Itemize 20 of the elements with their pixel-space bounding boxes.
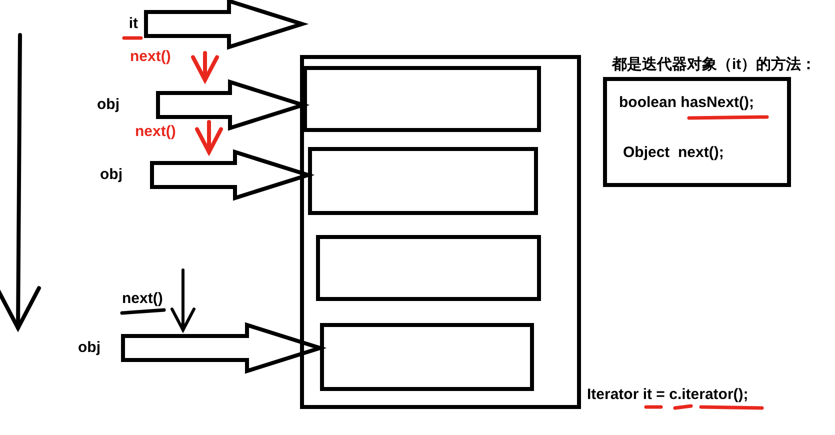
block-arrow bbox=[156, 79, 310, 131]
slot-box bbox=[303, 66, 541, 132]
block-arrow bbox=[121, 322, 327, 374]
variable-label: it bbox=[114, 13, 146, 35]
code-label: next() bbox=[130, 48, 171, 66]
heading-text: 都是迭代器对象（it）的方法： bbox=[612, 56, 816, 74]
container-box bbox=[300, 55, 581, 409]
variable-label: obj bbox=[97, 94, 158, 116]
code-label: Iterator it = c.iterator(); bbox=[587, 386, 748, 404]
slot-box bbox=[320, 323, 534, 391]
variable-label: obj bbox=[100, 164, 152, 186]
slot-box bbox=[316, 235, 541, 301]
variable-label: obj bbox=[78, 337, 123, 359]
block-arrow bbox=[144, 0, 309, 50]
code-line: Object next(); bbox=[623, 144, 724, 162]
code-label: next() bbox=[135, 123, 176, 141]
code-label: next() bbox=[122, 290, 163, 308]
slot-box bbox=[308, 147, 538, 215]
block-arrow bbox=[150, 149, 315, 201]
code-line: boolean hasNext(); bbox=[619, 94, 754, 112]
